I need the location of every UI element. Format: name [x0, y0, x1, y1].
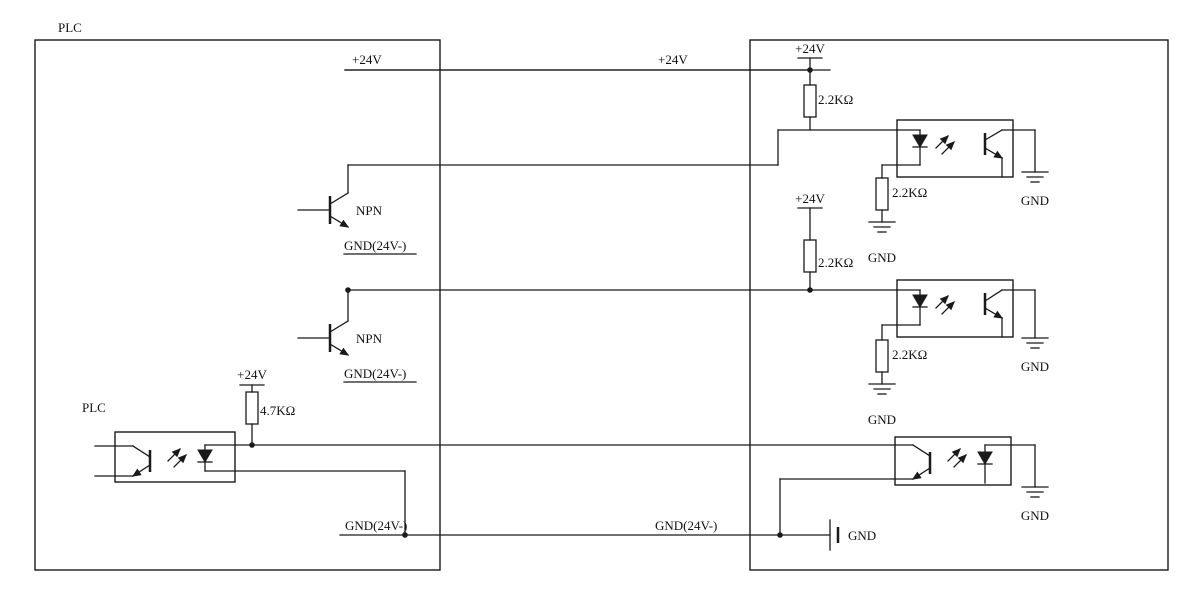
wire-gnd-bottom: GND(24V-) GND(24V-) [339, 518, 831, 538]
gnd-label: GND [868, 412, 896, 427]
led-symbol [977, 451, 993, 465]
resistor-pullup-top: 2.2KΩ [803, 69, 853, 131]
plc-module-title: PLC [58, 20, 82, 35]
wire-24v-label-mid: +24V [658, 52, 688, 67]
resistor-pullup-mid: 2.2KΩ [803, 239, 853, 293]
driver-module-box [749, 39, 1169, 571]
optocoupler-plc-input [94, 431, 406, 536]
npn-upper-label: NPN [356, 203, 383, 218]
led-symbol [912, 134, 928, 148]
junction-dot [777, 532, 783, 538]
led-symbol [912, 294, 928, 308]
resistor-series-mid-label: 2.2KΩ [892, 347, 927, 362]
junction-dot [402, 532, 408, 538]
optocoupler-body [894, 436, 1012, 486]
light-arrow-icon [173, 454, 187, 468]
led-symbol [197, 449, 213, 463]
resistor-pullup-mid-label: 2.2KΩ [818, 255, 853, 270]
gnd-label: GND [868, 250, 896, 265]
gnd-label: GND [848, 528, 876, 543]
optocoupler-top [881, 119, 1036, 178]
light-arrow-icon [947, 448, 961, 462]
resistor-series-top-label: 2.2KΩ [892, 185, 927, 200]
supply-24v-top: +24V [795, 41, 825, 73]
npn-transistor-lower: NPN GND(24V-) [297, 289, 417, 383]
resistor-series-opto-mid: 2.2KΩ [875, 324, 927, 385]
battery-gnd-symbol: GND [829, 519, 876, 551]
npn-transistor-upper: NPN GND(24V-) [297, 192, 417, 255]
light-arrow-icon [935, 135, 949, 149]
optocoupler-bottom-right [779, 436, 1036, 536]
light-arrow-icon [167, 448, 181, 462]
gnd-label: GND [1021, 193, 1049, 208]
optocoupler-body [114, 431, 236, 483]
wire-gnd-label-left: GND(24V-) [345, 518, 407, 533]
resistor-input-label: 4.7KΩ [260, 403, 295, 418]
resistor-input-4k7: 4.7KΩ [245, 391, 295, 448]
resistor-body [803, 239, 817, 273]
optocoupler-body [896, 119, 1014, 178]
wire-signal-upper [347, 129, 898, 194]
gnd-label: GND [1021, 508, 1049, 523]
resistor-pullup-top-label: 2.2KΩ [818, 92, 853, 107]
supply-24v-top-label: +24V [795, 41, 825, 56]
resistor-body [875, 177, 889, 211]
wire-24v-label-left: +24V [352, 52, 382, 67]
resistor-series-opto-top: 2.2KΩ [875, 164, 927, 223]
resistor-body [245, 391, 259, 425]
ground-symbol-opto-mid-output: GND [1021, 337, 1049, 374]
wire-24v-top: +24V +24V [344, 52, 831, 71]
wire-gnd-label-mid: GND(24V-) [655, 518, 717, 533]
wire-signal-lower [345, 287, 898, 293]
light-arrow-icon [953, 454, 967, 468]
ground-symbol-opto-top-led: GND [868, 221, 896, 265]
resistor-body [875, 339, 889, 373]
ground-symbol-opto-bottom-output: GND [1021, 486, 1049, 523]
supply-24v-left-label: +24V [237, 367, 267, 382]
resistor-body [803, 84, 817, 118]
npn-lower-rail-label: GND(24V-) [344, 366, 406, 381]
optocoupler-body [896, 279, 1014, 338]
light-arrow-icon [941, 301, 955, 315]
ground-symbol-opto-top-output: GND [1021, 171, 1049, 208]
gnd-label: GND [1021, 359, 1049, 374]
supply-24v-left: +24V [237, 367, 267, 393]
supply-24v-mid-label: +24V [795, 191, 825, 206]
plc-receiver-title: PLC [82, 400, 106, 415]
optocoupler-mid [881, 279, 1036, 339]
light-arrow-icon [935, 295, 949, 309]
npn-upper-rail-label: GND(24V-) [344, 238, 406, 253]
light-arrow-icon [941, 141, 955, 155]
ground-symbol-opto-mid-led: GND [868, 383, 896, 427]
npn-lower-label: NPN [356, 331, 383, 346]
supply-24v-mid: +24V [795, 191, 825, 241]
plc-module-box [34, 39, 441, 571]
